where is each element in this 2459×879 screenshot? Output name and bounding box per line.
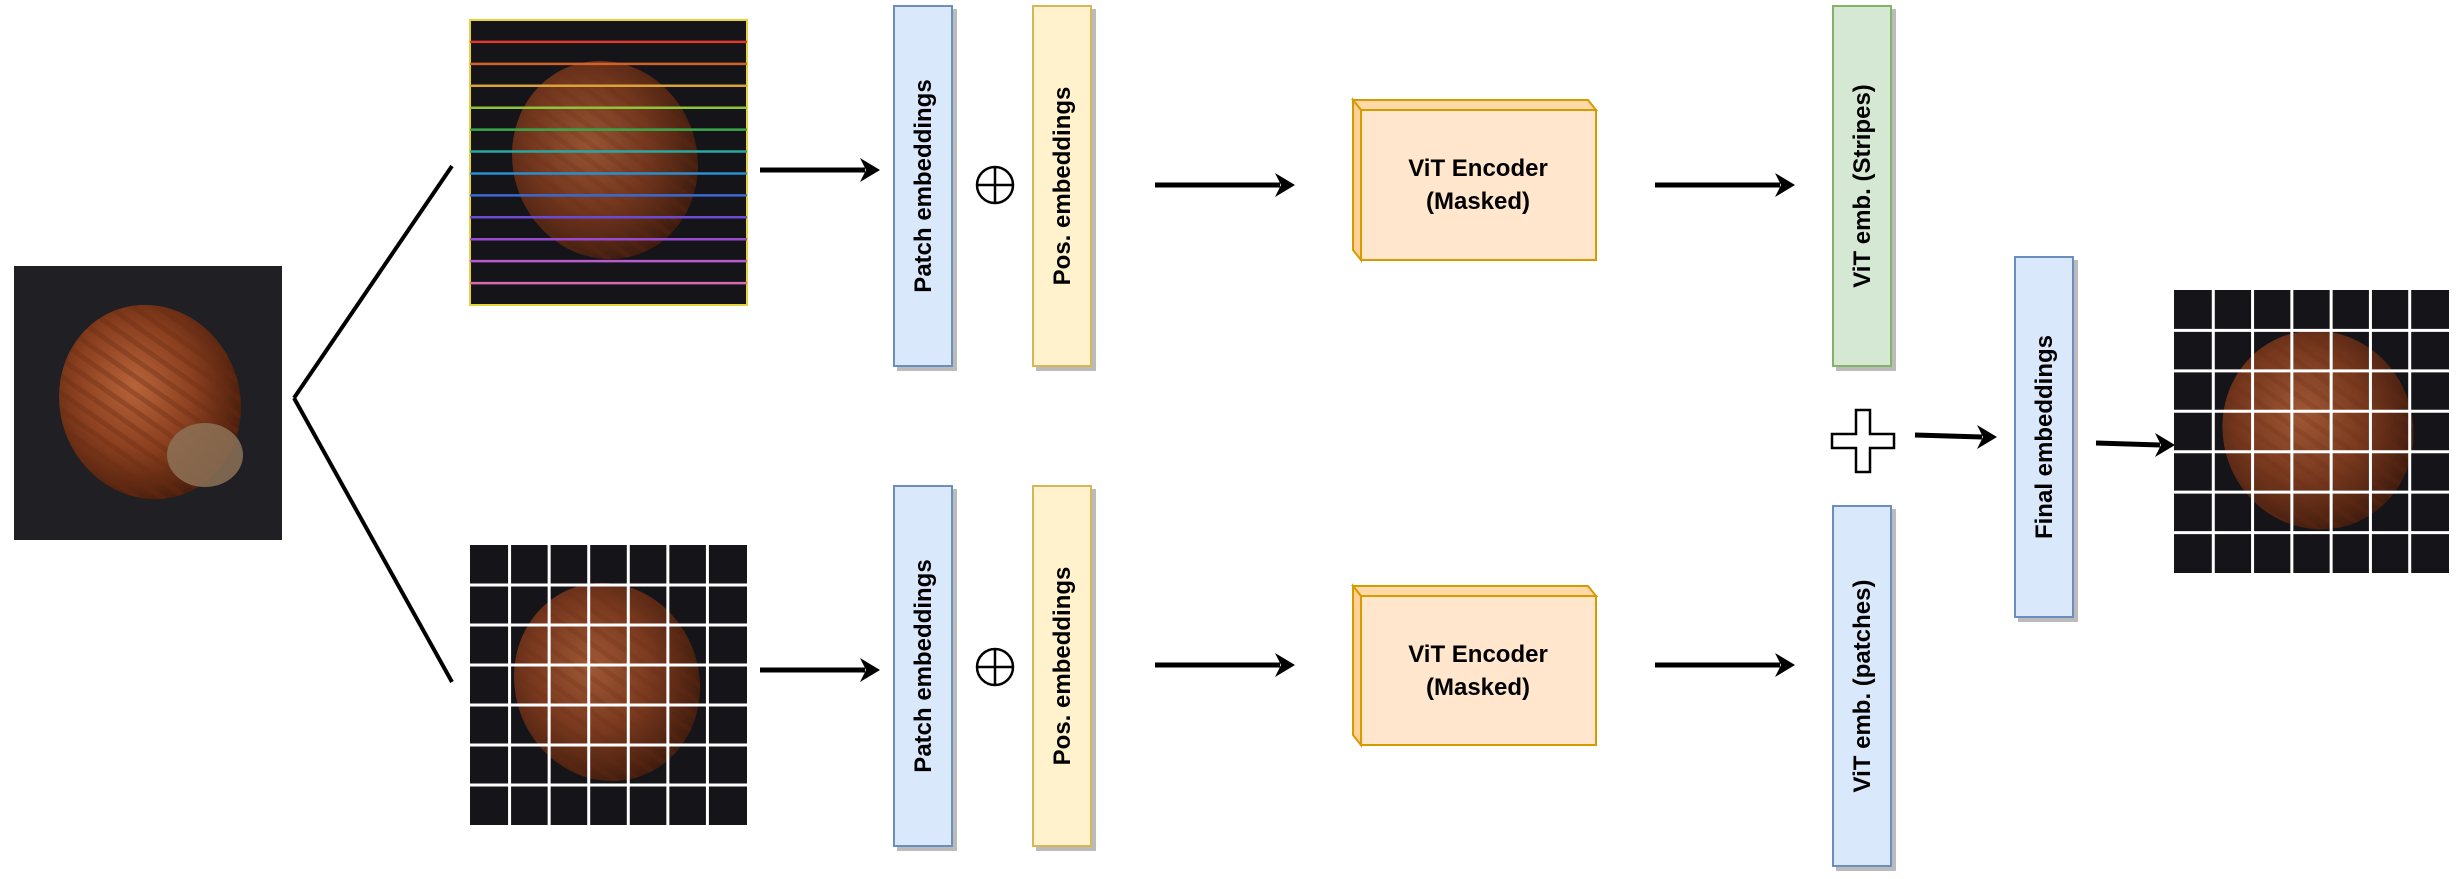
patches-image [470, 545, 747, 825]
final-embeddings: Final embeddings [2014, 256, 2074, 618]
circled-plus-icon [975, 165, 1015, 205]
patch-embeddings-bottom: Patch embeddings [893, 485, 953, 847]
stripe-lines [469, 19, 748, 306]
vit-encoder-bottom: ViT Encoder (Masked) [1350, 583, 1599, 748]
patch-embeddings-top-label: Patch embeddings [910, 79, 937, 292]
patch-embeddings-bottom-label: Patch embeddings [910, 559, 937, 772]
pos-embeddings-bottom: Pos. embeddings [1032, 485, 1092, 847]
vit-emb-stripes-label: ViT emb. (Stripes) [1849, 84, 1876, 288]
pos-embeddings-top: Pos. embeddings [1032, 5, 1092, 367]
pos-embeddings-top-label: Pos. embeddings [1049, 87, 1076, 286]
stripes-image [469, 19, 748, 306]
vit-emb-patches: ViT emb. (patches) [1832, 505, 1892, 867]
vit-emb-stripes: ViT emb. (Stripes) [1832, 5, 1892, 367]
circled-plus-icon [975, 647, 1015, 687]
arrows [760, 158, 2175, 682]
hazelnut-icon [59, 304, 243, 500]
vit-encoder-top-title: ViT Encoder [1408, 155, 1548, 182]
patch-grid [470, 545, 747, 825]
output-patch-grid [2174, 290, 2449, 573]
vit-encoder-top-subtitle: (Masked) [1426, 188, 1530, 215]
final-embeddings-label: Final embeddings [2031, 335, 2058, 539]
input-image [14, 266, 282, 540]
patch-embeddings-top: Patch embeddings [893, 5, 953, 367]
vit-emb-patches-label: ViT emb. (patches) [1849, 580, 1876, 793]
pos-embeddings-bottom-label: Pos. embeddings [1049, 567, 1076, 766]
output-image [2174, 290, 2449, 573]
branch-lines [292, 164, 454, 683]
stripe-border [469, 19, 748, 306]
vit-encoder-top: ViT Encoder (Masked) [1350, 97, 1599, 263]
plus-icon [1830, 408, 1896, 474]
vit-encoder-bottom-title: ViT Encoder [1408, 641, 1548, 668]
vit-encoder-bottom-subtitle: (Masked) [1426, 674, 1530, 701]
